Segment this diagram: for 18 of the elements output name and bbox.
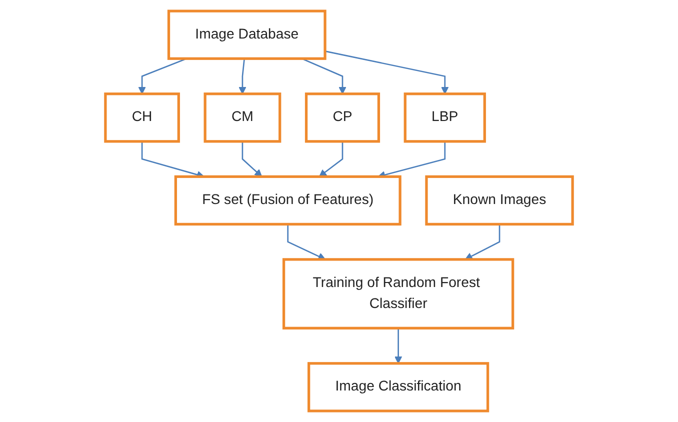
node-box: Known Images <box>425 175 574 226</box>
node-box: CP <box>304 92 380 143</box>
node-box: Image Classification <box>308 362 490 412</box>
node-box: CH <box>104 92 180 143</box>
arrow <box>242 141 262 177</box>
node-box: Training of Random Forest Classifier <box>282 258 514 330</box>
arrow <box>464 224 500 260</box>
arrow <box>238 58 246 94</box>
arrow <box>318 141 344 177</box>
arrow <box>302 58 346 94</box>
arrow <box>287 224 326 260</box>
arrow <box>138 58 187 94</box>
arrow <box>394 328 402 364</box>
node-box: LBP <box>404 92 486 143</box>
node-box: CM <box>204 92 282 143</box>
node-box: Image Database <box>167 10 326 60</box>
arrow <box>324 50 449 94</box>
node-box: FS set (Fusion of Features) <box>174 175 402 226</box>
